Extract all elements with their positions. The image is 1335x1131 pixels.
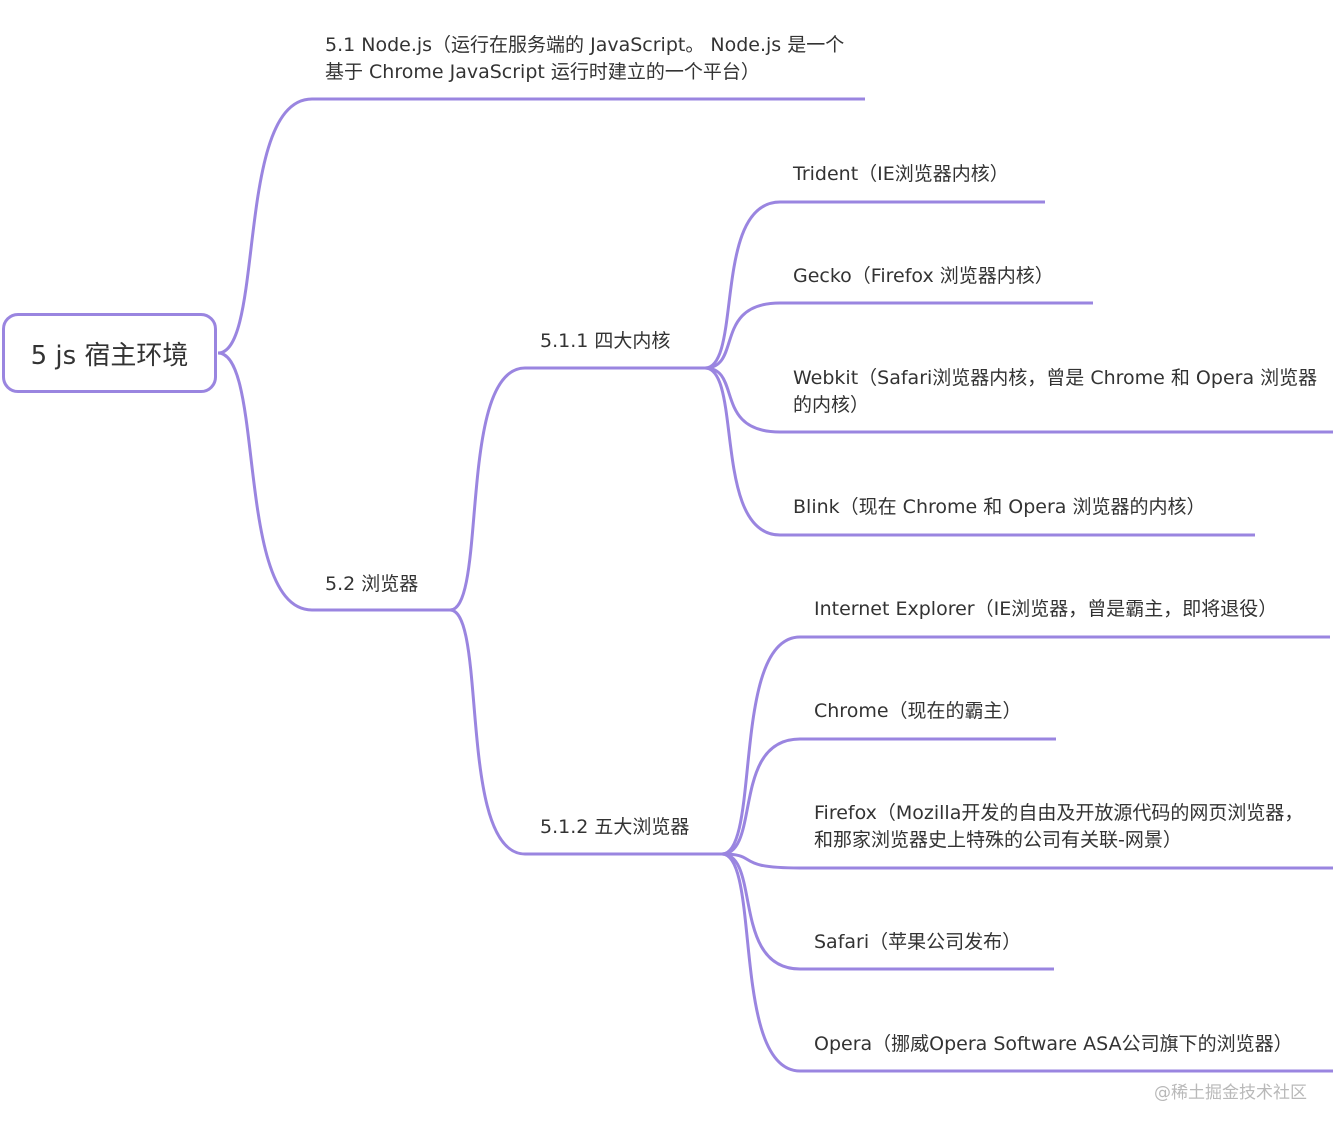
connector-root-browser <box>217 351 313 612</box>
connector-root-nodejs <box>217 97 313 355</box>
connector-kernel-gecko <box>704 301 781 370</box>
connector-browser-ie <box>721 635 801 856</box>
node-browser-ie[interactable]: Internet Explorer（IE浏览器，曾是霸主，即将退役） <box>814 598 1278 620</box>
connector-browser-browsers <box>449 608 526 856</box>
root-node-label: 5 js 宿主环境 <box>30 340 189 371</box>
node-browsers[interactable]: 5.1.2 五大浏览器 <box>540 816 690 838</box>
node-kernel-gecko[interactable]: Gecko（Firefox 浏览器内核） <box>793 265 1054 287</box>
connector-kernel-webkit <box>704 366 781 434</box>
connector-kernel-trident <box>704 200 781 370</box>
watermark: @稀土掘金技术社区 <box>1154 1083 1307 1103</box>
connector-browser-opera <box>721 852 801 1073</box>
root-node[interactable]: 5 js 宿主环境 <box>2 313 217 393</box>
connector-kernel-blink <box>704 366 781 537</box>
node-browser[interactable]: 5.2 浏览器 <box>325 573 419 595</box>
connector-browser-chrome <box>721 737 801 856</box>
node-kernels[interactable]: 5.1.1 四大内核 <box>540 330 671 352</box>
node-browser-safari[interactable]: Safari（苹果公司发布） <box>814 931 1022 953</box>
connector-browser-firefox <box>721 852 801 870</box>
node-browser-opera[interactable]: Opera（挪威Opera Software ASA公司旗下的浏览器） <box>814 1033 1293 1055</box>
node-kernel-blink[interactable]: Blink（现在 Chrome 和 Opera 浏览器的内核） <box>793 496 1206 518</box>
node-nodejs[interactable]: 5.1 Node.js（运行在服务端的 JavaScript。 Node.js … <box>325 34 845 83</box>
connector-browser-kernels <box>449 366 526 612</box>
node-browser-firefox[interactable]: Firefox（Mozilla开发的自由及开放源代码的网页浏览器，和那家浏览器史… <box>814 802 1304 851</box>
connector-browser-safari <box>721 852 801 971</box>
node-browser-chrome[interactable]: Chrome（现在的霸主） <box>814 700 1022 722</box>
node-kernel-trident[interactable]: Trident（IE浏览器内核） <box>793 163 1009 185</box>
node-kernel-webkit[interactable]: Webkit（Safari浏览器内核，曾是 Chrome 和 Opera 浏览器… <box>793 367 1318 416</box>
